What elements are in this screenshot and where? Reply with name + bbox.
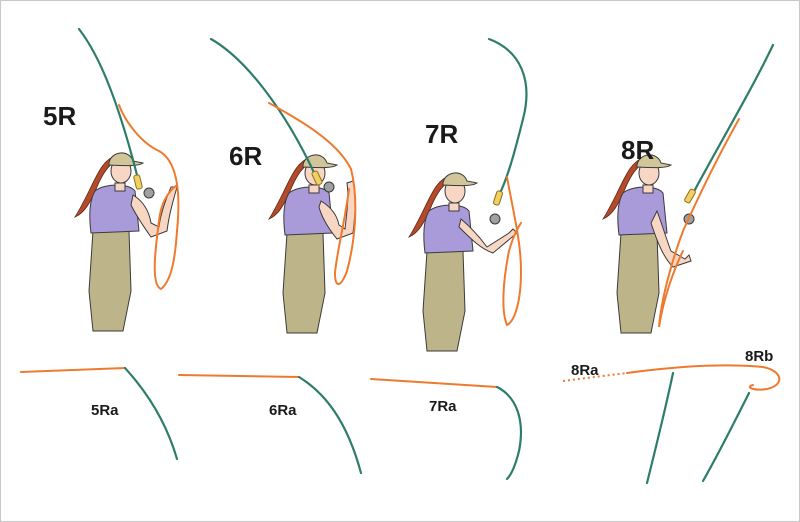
detail-label-8ra: 8Ra	[571, 362, 599, 379]
rod-grip-6r	[311, 170, 323, 186]
detail-line-6ra	[178, 374, 300, 378]
detail-rod-8rb	[701, 391, 751, 483]
caster-figure-6r	[268, 154, 338, 334]
detail-line-8rb	[626, 364, 781, 391]
panel-label-6r: 6R	[229, 141, 262, 171]
casting-arm-8r	[650, 209, 692, 268]
fly-line-6r	[268, 102, 357, 285]
fly-line-7r	[502, 176, 523, 327]
detail-rod-6ra	[297, 375, 363, 475]
caster-figure-7r	[408, 172, 478, 352]
reel-7r	[489, 213, 501, 225]
panel-5r: 5R 5Ra	[20, 27, 180, 461]
panel-label-5r: 5R	[43, 101, 76, 131]
fly-line-5r	[118, 104, 180, 291]
rod-5r	[77, 27, 141, 185]
panel-label-8r: 8R	[621, 135, 654, 165]
detail-line-7ra	[370, 378, 498, 388]
rod-8r	[689, 43, 775, 199]
detail-rod-7ra	[495, 385, 523, 481]
detail-label-7ra: 7Ra	[429, 398, 457, 415]
detail-label-6ra: 6Ra	[269, 402, 297, 419]
fly-line-8r	[658, 118, 740, 328]
detail-rod-5ra	[123, 366, 179, 461]
rod-grip-5r	[133, 174, 143, 190]
reel-5r	[143, 187, 155, 199]
panel-7r: 7R 7Ra	[370, 37, 528, 481]
rod-6r	[209, 37, 319, 181]
detail-line-8ra-dotted	[562, 372, 628, 382]
casting-arm-7r	[458, 218, 518, 254]
caster-figure-5r	[74, 152, 144, 332]
panel-8r: 8R 8Ra 8Rb	[562, 43, 781, 485]
rod-7r	[487, 37, 528, 201]
detail-rod-8ra	[645, 371, 675, 485]
panel-label-7r: 7R	[425, 119, 458, 149]
reel-6r	[323, 181, 335, 193]
rod-grip-8r	[684, 188, 696, 204]
panel-6r: 6R 6Ra	[178, 37, 363, 475]
detail-label-5ra: 5Ra	[91, 402, 119, 419]
detail-label-8rb: 8Rb	[745, 348, 773, 365]
detail-line-5ra	[20, 367, 126, 373]
rod-grip-7r	[493, 190, 503, 206]
